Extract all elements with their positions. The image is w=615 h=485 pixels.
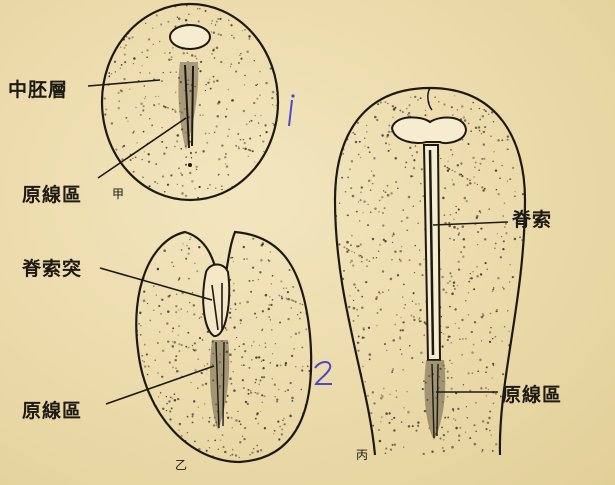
label-primitive-streak-a: 原線區 xyxy=(22,180,82,207)
label-primitive-streak-b: 原線區 xyxy=(22,396,82,423)
label-mesoderm: 中胚層 xyxy=(8,75,68,102)
leader-streak-b xyxy=(106,366,214,404)
leader-notochord xyxy=(433,222,508,225)
embryo-panel-b xyxy=(136,229,312,462)
embryo-panel-c xyxy=(334,87,525,456)
embryo-panel-a xyxy=(99,3,281,200)
label-primitive-streak-c: 原線區 xyxy=(502,380,562,407)
leader-mesoderm xyxy=(88,80,160,86)
panel-tag-c: 丙 xyxy=(356,446,368,463)
panel-tag-b: 乙 xyxy=(175,456,187,473)
label-notochord: 脊索 xyxy=(512,205,552,232)
label-notochord-process: 脊索突 xyxy=(22,254,82,281)
panel-tag-a: 甲 xyxy=(112,185,124,202)
